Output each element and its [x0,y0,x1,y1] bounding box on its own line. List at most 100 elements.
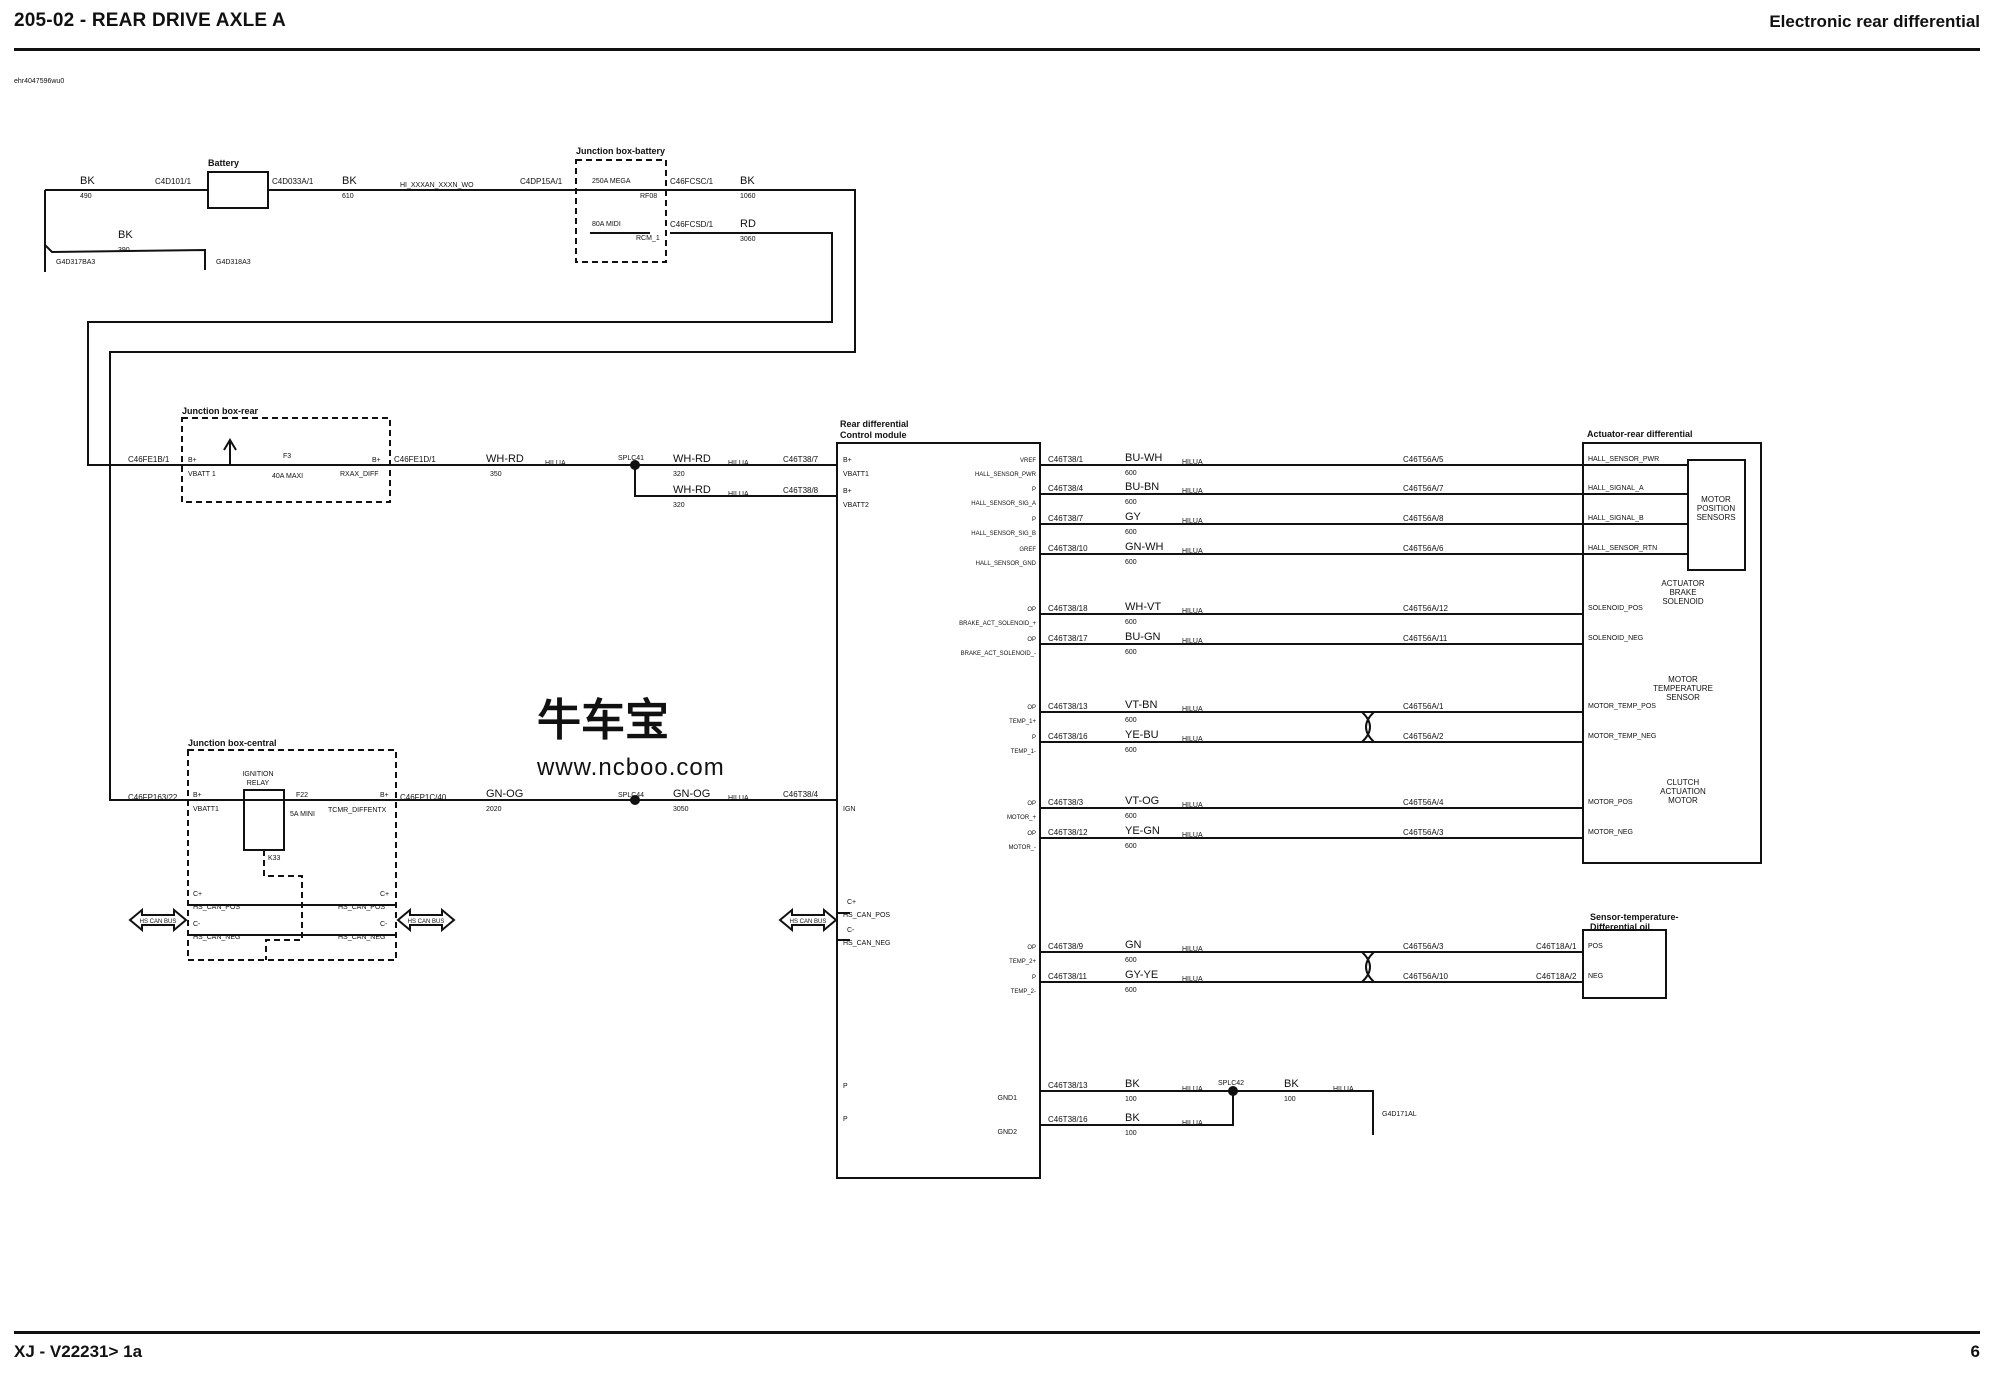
wire-gauge: 600 [1125,843,1137,850]
connector-id: C46T56A/2 [1403,732,1444,741]
wire-color-bk: BK [740,175,755,187]
pin-label: B+ [380,792,389,799]
fuse-label: 250A MEGA [592,178,631,185]
pin-label: HALL_SENSOR_PWR [975,472,1037,478]
battery-box [207,171,269,209]
connector-id: C46FE1D/1 [394,455,436,464]
harness-id: HILUA [1182,1120,1203,1127]
wire-gauge: 600 [1125,813,1137,820]
connector-id: C46T38/18 [1048,604,1088,613]
wire-ground-bk [44,190,206,270]
wire-color-bk: BK [342,175,357,187]
can-bus-arrow [778,907,838,933]
splice-splc44 [630,795,640,805]
fuse-ref: RF08 [640,193,657,200]
can-bus-lines [188,904,850,941]
pin-label: B+ [843,488,852,495]
relay-ref: K33 [268,855,281,862]
wire-color: BU-BN [1125,481,1159,493]
fuse-label: F22 [296,792,308,799]
wire-color-gnog: GN-OG [673,788,710,800]
twisted-pair [1361,951,1375,983]
wire-gauge: 600 [1125,499,1137,506]
pin-type: OP [1027,945,1036,951]
motor-temp-label: MOTOR [1668,675,1698,684]
pin-label: BRAKE_ACT_SOLENOID_- [961,651,1036,657]
connector-id: C46T18A/2 [1536,972,1577,981]
pin-type: GREF [1019,547,1036,553]
pin-type: P [1032,487,1036,493]
clutch-motor-label: CLUTCH [1667,778,1700,787]
wire-gauge: 350 [490,471,502,478]
pin-label: P [843,1083,848,1090]
jb-rear-box [181,417,391,503]
wire-gauge: 600 [1125,619,1137,626]
connector-id: C46T56A/1 [1403,702,1444,711]
pin-label: C- [380,921,388,928]
harness-id: HILUA [1182,832,1203,839]
connector-id: C4D033A/1 [272,177,314,186]
harness-id: HILUA [1182,518,1203,525]
wire-gauge: 100 [1284,1096,1296,1103]
connector-id: C46T38/3 [1048,798,1084,807]
pin-label: HALL_SENSOR_SIG_A [971,501,1036,507]
pin-type: P [1032,517,1036,523]
jb-battery-label: Junction box-battery [576,146,665,156]
page-number: 6 [1970,1342,1980,1361]
pin-label: HS_CAN_POS [843,912,890,919]
wire-gauge: 390 [118,247,130,254]
footer-rule [14,1331,1980,1334]
pin-label: HS_CAN_NEG [193,934,240,941]
harness-id: HILUA [545,460,566,467]
pin-label: MOTOR_- [1008,845,1036,851]
connector-id: C46T56A/5 [1403,455,1444,464]
pin-label: TEMP_2- [1011,989,1036,995]
connector-id: C4D101/1 [155,177,192,186]
wire-gauge: 3050 [673,806,689,813]
wire-color: YE-BU [1125,729,1159,741]
wire-gauge: 320 [673,471,685,478]
wire-gauge: 600 [1125,987,1137,994]
pin-label: TEMP_1+ [1009,719,1036,725]
connector-id: C46T38/13 [1048,702,1088,711]
pin-label: VBATT1 [193,806,219,813]
actuator-pin-label: SOLENOID_NEG [1588,635,1643,642]
actuator-pin-label: HALL_SENSOR_RTN [1588,545,1657,552]
pin-label: TEMP_2+ [1009,959,1036,965]
motor-temp-label: SENSOR [1666,693,1700,702]
wire-gauge: 320 [673,502,685,509]
pin-label: B+ [193,792,202,799]
splice-splc42 [1228,1086,1238,1096]
can-bus-arrow [128,907,188,933]
brake-solenoid-label: SOLENOID [1662,597,1704,606]
connector-id: C46T38/16 [1048,1115,1088,1124]
ignition-relay-label: IGNITION [242,771,273,778]
wire-gauge: 1060 [740,193,756,200]
harness-id: HILUA [1182,946,1203,953]
harness-id: HILUA [1333,1086,1354,1093]
wire-gauge: 600 [1125,559,1137,566]
harness-id: HILUA [1182,548,1203,555]
actuator-box [1582,442,1762,864]
pin-label: IGN [843,806,855,813]
pin-label: HS_CAN_POS [338,904,385,911]
wire-color-rd: RD [740,218,756,230]
wire-gauge: 100 [1125,1130,1137,1137]
pin-type: VREF [1020,458,1036,464]
motor-position-label: MOTOR [1701,495,1731,504]
connector-id: C46T56A/6 [1403,544,1444,553]
pin-label: C+ [380,891,389,898]
connector-id: C4DP15A/1 [520,177,563,186]
wire-color-bk: BK [1284,1078,1299,1090]
pin-type: OP [1027,831,1036,837]
wire-gauge: 600 [1125,529,1137,536]
connector-id: C46T38/13 [1048,1081,1088,1090]
wire-color-bk: BK [118,229,133,241]
actuator-pin-label: HALL_SIGNAL_A [1588,485,1644,492]
connector-id: C46T38/7 [783,455,819,464]
pin-label: C+ [193,891,202,898]
pin-label: HS_CAN_NEG [338,934,385,941]
harness-id: HILUA [728,460,749,467]
harness-id: HILUA [1182,638,1203,645]
